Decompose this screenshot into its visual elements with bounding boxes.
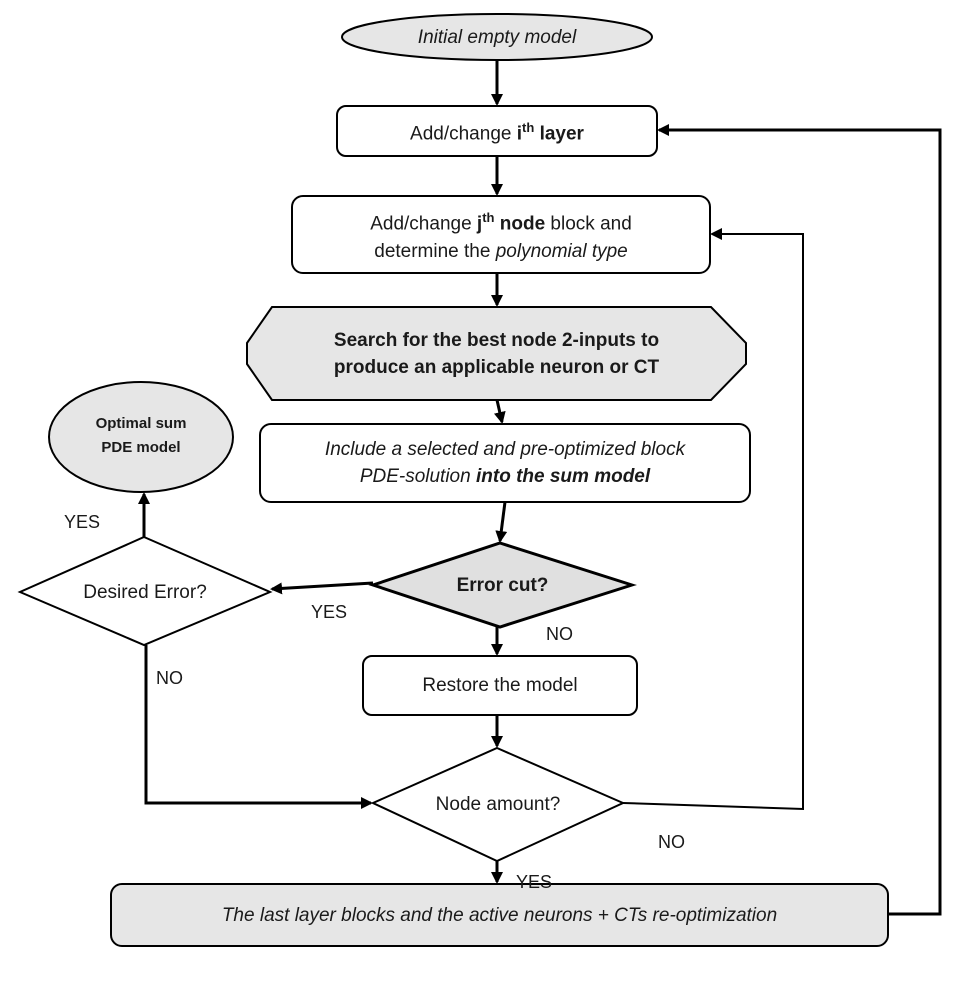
search-octagon xyxy=(246,306,747,401)
arrow-final-to-layer xyxy=(657,124,942,916)
arrow-nodeamount-to-node xyxy=(622,228,804,811)
final-label: The last layer blocks and the active neu… xyxy=(221,904,778,926)
yes-label-node-amount: YES xyxy=(516,872,553,892)
error-cut-diamond xyxy=(368,541,637,629)
desired-error-diamond xyxy=(17,535,273,647)
node-amount-label: Node amount? xyxy=(435,793,561,815)
arrow-search-to-include xyxy=(493,399,506,424)
start-label: Initial empty model xyxy=(417,26,577,48)
desired-error-label: Desired Error? xyxy=(83,581,207,603)
add-layer-label: Add/change ith layer xyxy=(410,120,584,145)
no-label-error-cut: NO xyxy=(546,624,573,644)
yes-label-error-cut: YES xyxy=(311,602,348,622)
no-label-desired: NO xyxy=(156,668,183,688)
restore-label: Restore the model xyxy=(422,675,578,696)
search-label: Search for the best node 2-inputs to pro… xyxy=(333,329,660,378)
yes-label-optimal: YES xyxy=(64,512,101,532)
include-label: Include a selected and pre-optimized blo… xyxy=(324,439,686,487)
arrow-errorcut-to-desired xyxy=(270,581,374,595)
error-cut-label: Error cut? xyxy=(456,574,549,596)
restore-box xyxy=(362,655,638,716)
add-node-label: Add/change jth node block and determine … xyxy=(370,210,632,262)
optimal-label: Optimal sum PDE model xyxy=(95,415,187,456)
arrow-desired-to-nodeamount xyxy=(144,645,373,809)
arrow-include-to-errorcut xyxy=(495,501,508,543)
no-label-node-amount: NO xyxy=(658,832,685,852)
